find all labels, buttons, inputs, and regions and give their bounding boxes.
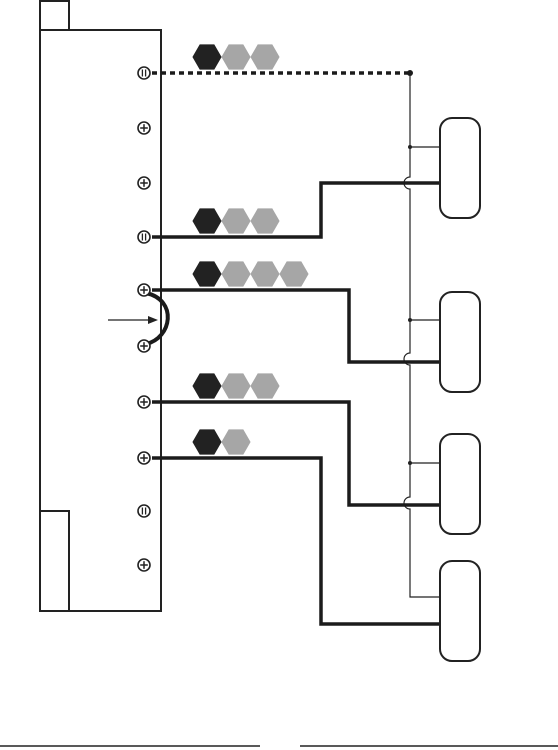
slotted-screw-icon bbox=[138, 67, 150, 79]
light-conductor-hex-icon bbox=[280, 262, 308, 286]
dark-conductor-hex-icon bbox=[193, 374, 221, 398]
light-conductor-hex-icon bbox=[251, 209, 279, 233]
block-tab-bottom bbox=[40, 511, 69, 611]
phillips-screw-icon bbox=[138, 177, 150, 189]
speaker-wires bbox=[152, 183, 441, 624]
light-conductor-hex-icon bbox=[251, 262, 279, 286]
light-conductor-hex-icon bbox=[222, 430, 250, 454]
wire-terminal-4-to-speaker-1 bbox=[152, 183, 441, 237]
junction-dot bbox=[408, 461, 412, 465]
light-conductor-hex-icon bbox=[251, 45, 279, 69]
terminal-block bbox=[40, 1, 161, 611]
phillips-screw-icon bbox=[138, 396, 150, 408]
junction-dot bbox=[408, 318, 412, 322]
speaker-2 bbox=[440, 292, 480, 392]
speaker-4 bbox=[440, 561, 480, 661]
phillips-screw-icon bbox=[138, 284, 150, 296]
dark-conductor-hex-icon bbox=[193, 262, 221, 286]
speaker-3 bbox=[440, 434, 480, 534]
slotted-screw-icon bbox=[138, 231, 150, 243]
dark-conductor-hex-icon bbox=[193, 430, 221, 454]
dark-conductor-hex-icon bbox=[193, 45, 221, 69]
speaker-1 bbox=[440, 118, 480, 218]
light-conductor-hex-icon bbox=[222, 262, 250, 286]
arrow-right-icon bbox=[108, 316, 158, 324]
dark-conductor-hex-icon bbox=[193, 209, 221, 233]
slotted-screw-icon bbox=[138, 505, 150, 517]
light-conductor-hex-icon bbox=[222, 209, 250, 233]
light-conductor-hex-icon bbox=[222, 45, 250, 69]
light-conductor-hex-icon bbox=[222, 374, 250, 398]
bus-end-dot bbox=[407, 70, 413, 76]
block-tab-top bbox=[40, 1, 69, 30]
wire-terminal-5-to-speaker-2 bbox=[152, 290, 441, 362]
speakers bbox=[440, 118, 480, 661]
light-conductor-hex-icon bbox=[251, 374, 279, 398]
phillips-screw-icon bbox=[138, 452, 150, 464]
bus-vertical-line bbox=[404, 73, 440, 597]
phillips-screw-icon bbox=[138, 122, 150, 134]
wire-terminal-7-to-speaker-3 bbox=[152, 402, 441, 505]
phillips-screw-icon bbox=[138, 340, 150, 352]
junction-dot bbox=[408, 145, 412, 149]
common-bus bbox=[404, 73, 440, 597]
phillips-screw-icon bbox=[138, 559, 150, 571]
wire-terminal-8-to-speaker-4 bbox=[152, 458, 441, 624]
conductor-markers bbox=[193, 45, 308, 454]
